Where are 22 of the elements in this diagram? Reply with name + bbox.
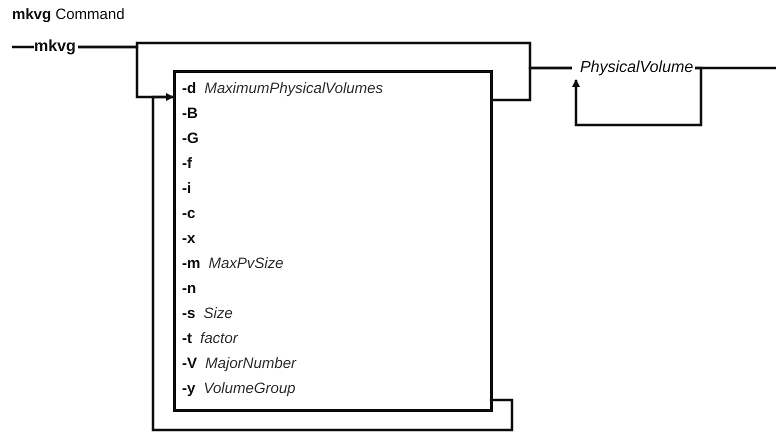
command-option: -d MaximumPhysicalVolumes — [182, 79, 484, 99]
command-option: -G — [182, 129, 484, 149]
syntax-line — [493, 66, 572, 102]
syntax-line — [572, 66, 702, 126]
command-option: -y VolumeGroup — [182, 379, 484, 399]
command-option: -m MaxPvSize — [182, 254, 484, 274]
command-option: -c — [182, 204, 484, 224]
command-option: -B — [182, 104, 484, 124]
command-keyword: mkvg — [34, 36, 76, 58]
command-option: -V MajorNumber — [182, 354, 484, 374]
command-option: -s Size — [182, 304, 484, 324]
command-option: -f — [182, 154, 484, 174]
syntax-line — [695, 66, 776, 70]
command-option: -i — [182, 179, 484, 199]
command-option: -n — [182, 279, 484, 299]
diagram-title: mkvg Command — [12, 6, 125, 23]
command-option: -t factor — [182, 329, 484, 349]
argument-name: PhysicalVolume — [572, 56, 694, 80]
command-option: -x — [182, 229, 484, 249]
options-box — [173, 70, 493, 412]
syntax-line — [12, 46, 34, 48]
syntax-line — [152, 93, 514, 432]
